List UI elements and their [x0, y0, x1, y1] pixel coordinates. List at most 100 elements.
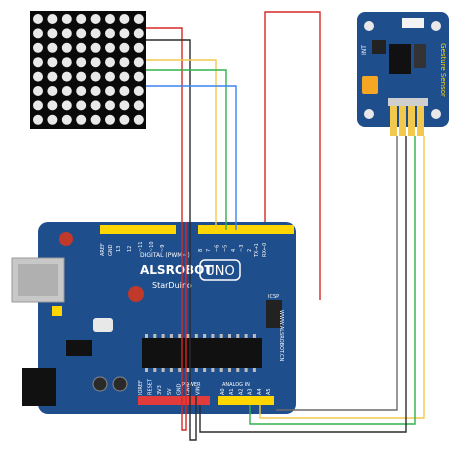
- matrix-led: [33, 100, 43, 111]
- icsp-header: [266, 300, 282, 328]
- sensor-header-base: [388, 98, 428, 106]
- matrix-led: [47, 14, 58, 24]
- matrix-led: [105, 57, 115, 68]
- analog-pin-label: A4: [257, 388, 263, 395]
- wire-red-matrix: [146, 27, 187, 431]
- sensor-chip-b: [414, 44, 426, 68]
- power-pin-label: RESET: [148, 378, 154, 395]
- usb-port-inner: [18, 264, 58, 296]
- mcu-leg: [203, 368, 207, 372]
- matrix-led: [119, 57, 130, 68]
- mcu-leg: [236, 368, 240, 372]
- mcu-legs: [145, 334, 256, 372]
- matrix-led: [76, 86, 87, 96]
- matrix-led: [90, 57, 101, 68]
- matrix-led: [61, 42, 72, 53]
- led-matrix-body: [30, 11, 146, 129]
- gesture-sensor-module: Gesture Sensor INT: [357, 12, 449, 136]
- analog-header: [218, 396, 274, 405]
- digital-pin-label: 12: [127, 246, 133, 252]
- matrix-led: [61, 100, 72, 111]
- led-tx: [52, 306, 62, 316]
- sensor-pin-3: [408, 106, 415, 136]
- mcu-leg: [244, 368, 248, 372]
- digital-header-right: [198, 225, 294, 234]
- tx-label: TX→1: [254, 243, 260, 258]
- wire-blue-matrix: [146, 85, 237, 230]
- matrix-led: [90, 100, 101, 111]
- digital-pin-label: ~10: [149, 241, 155, 252]
- led-matrix-dots: [33, 14, 144, 125]
- matrix-led: [119, 28, 130, 39]
- uno-logo-box: [199, 259, 241, 281]
- wire-black-matrix: [146, 39, 197, 441]
- regulator: [66, 340, 92, 356]
- matrix-led: [90, 114, 101, 125]
- matrix-led: [33, 114, 43, 125]
- matrix-led: [76, 28, 87, 39]
- sensor-pin-2: [399, 106, 406, 136]
- icsp-label: ICSP: [268, 294, 279, 300]
- matrix-led: [47, 42, 58, 53]
- mcu-leg: [252, 368, 256, 372]
- matrix-led: [76, 14, 87, 24]
- mcu-leg: [228, 334, 231, 338]
- matrix-led: [61, 14, 72, 24]
- mcu-leg: [153, 334, 157, 338]
- reset-button[interactable]: [59, 232, 73, 246]
- digital-pin-label: 2: [247, 249, 253, 252]
- mcu-leg: [194, 334, 198, 338]
- mcu-leg: [203, 334, 207, 338]
- matrix-led: [119, 42, 130, 53]
- matrix-led: [61, 71, 72, 82]
- matrix-led: [90, 42, 101, 53]
- matrix-led: [119, 71, 130, 82]
- mount-hole-br: [431, 109, 441, 119]
- matrix-led: [105, 71, 115, 82]
- analog-pin-label: A0: [220, 388, 226, 395]
- wire-gray-sensor: [276, 136, 398, 411]
- matrix-led: [76, 114, 87, 125]
- mount-hole-tl: [364, 21, 374, 31]
- matrix-led: [61, 28, 72, 39]
- matrix-led: [76, 42, 87, 53]
- wire-green-matrix: [146, 69, 227, 230]
- mount-hole-bl: [364, 109, 374, 119]
- matrix-led: [33, 71, 43, 82]
- mcu-leg: [186, 334, 190, 338]
- matrix-led: [76, 71, 87, 82]
- dc-jack: [22, 368, 56, 406]
- mcu-leg: [169, 368, 173, 372]
- power-pin-label: VIN: [196, 386, 202, 395]
- mcu-leg: [161, 334, 165, 338]
- matrix-led: [47, 57, 58, 68]
- matrix-led: [133, 100, 144, 111]
- digital-pin-label: 7: [206, 249, 212, 252]
- matrix-led: [105, 42, 115, 53]
- matrix-led: [133, 71, 144, 82]
- mcu-leg: [219, 368, 223, 372]
- matrix-led: [133, 14, 144, 24]
- matrix-led: [33, 86, 43, 96]
- led-matrix: [30, 11, 146, 129]
- sensor-pin-4: [417, 106, 424, 136]
- matrix-led: [47, 86, 58, 96]
- matrix-led: [33, 42, 43, 53]
- mcu-leg: [252, 334, 256, 338]
- digital-pin-label: 8: [198, 249, 204, 252]
- matrix-led: [105, 28, 115, 39]
- wire-black-sensor: [199, 136, 407, 433]
- matrix-led: [61, 114, 72, 125]
- side-text: WWW.ALSROBOT.CN: [278, 310, 284, 361]
- crystal: [93, 318, 113, 332]
- wire-red-sensor: [264, 11, 321, 300]
- power-pin-label: IOREF: [138, 380, 144, 395]
- digital-pin-label: ~3: [239, 245, 245, 252]
- analog-pin-label: A2: [238, 388, 244, 395]
- mcu-leg: [178, 368, 182, 372]
- matrix-led: [133, 114, 144, 125]
- rx-label: RX←0: [262, 243, 268, 257]
- analog-pin-label: A3: [248, 388, 254, 395]
